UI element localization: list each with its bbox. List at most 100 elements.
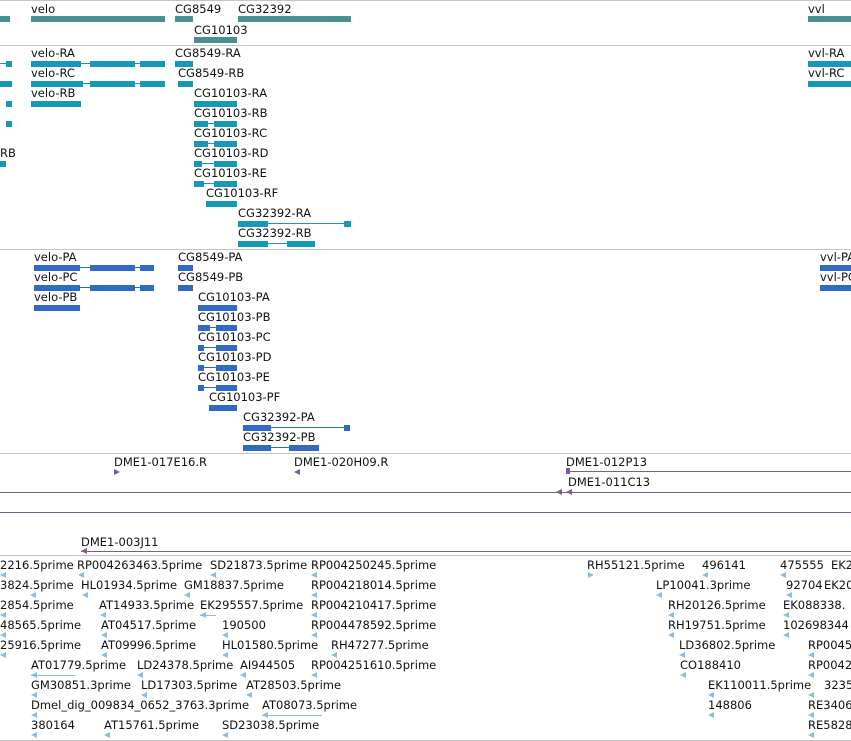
protein-label[interactable]: CG10103-PA (198, 290, 270, 304)
est-label[interactable]: Dmel_dig_009834_0652_3763.3prime (31, 698, 250, 712)
est-marker[interactable] (668, 612, 674, 618)
transcript-exon[interactable] (194, 101, 237, 107)
protein-exon[interactable] (198, 365, 204, 371)
est-label[interactable]: CO188410 (680, 658, 741, 672)
protein-label[interactable]: velo-PC (34, 270, 78, 284)
transcript-label[interactable]: CG10103-RE (194, 166, 267, 180)
transcript-label[interactable]: CG32392-RA (238, 206, 312, 220)
est-label[interactable]: RH20126.5prime (668, 598, 766, 612)
gene-label[interactable]: CG10103 (194, 23, 248, 37)
est-label[interactable]: RP004263463.5prime (77, 558, 203, 572)
transcript-exon[interactable] (6, 121, 12, 127)
est-marker[interactable] (783, 612, 789, 618)
protein-exon[interactable] (243, 425, 271, 431)
est-label[interactable]: AT01779.5prime (31, 658, 127, 672)
est-label[interactable]: GM18837.5prime (184, 578, 284, 592)
est-label[interactable]: 2854.5prime (0, 598, 74, 612)
est-marker[interactable] (780, 572, 786, 578)
transcript-exon[interactable] (175, 61, 193, 67)
protein-exon[interactable] (216, 365, 237, 371)
est-marker[interactable] (31, 672, 37, 678)
est-label[interactable]: 48565.5prime (0, 618, 82, 632)
protein-label[interactable]: CG10103-PF (209, 390, 281, 404)
est-label[interactable]: HL01580.5prime (222, 638, 319, 652)
transcript-exon[interactable] (0, 161, 6, 167)
gene-label[interactable]: velo (31, 2, 56, 16)
est-label[interactable]: GM30851.3prime (31, 678, 131, 692)
clone-label[interactable]: DME1-012P13 (566, 455, 648, 469)
protein-exon[interactable] (198, 305, 237, 311)
clone-label[interactable]: DME1-011C13 (568, 475, 651, 489)
protein-exon[interactable] (90, 265, 135, 271)
est-marker[interactable] (0, 652, 6, 658)
est-span[interactable] (200, 615, 216, 616)
est-marker[interactable] (311, 612, 317, 618)
transcript-exon[interactable] (194, 161, 202, 167)
protein-label[interactable]: CG10103-PE (198, 370, 270, 384)
est-label[interactable]: 190500 (222, 618, 266, 632)
est-label[interactable]: LP10041.3prime (656, 578, 751, 592)
protein-exon[interactable] (216, 385, 237, 391)
est-span[interactable] (31, 675, 75, 676)
gene-label[interactable]: vvl (808, 2, 825, 16)
est-marker[interactable] (0, 572, 6, 578)
transcript-label[interactable]: CG10103-RA (194, 86, 268, 100)
protein-exon[interactable] (140, 285, 154, 291)
protein-exon[interactable] (198, 385, 204, 391)
transcript-exon[interactable] (206, 201, 237, 207)
transcript-label[interactable]: vvl-RC (808, 66, 845, 80)
transcript-exon[interactable] (31, 81, 83, 87)
protein-exon[interactable] (216, 325, 237, 331)
gene-label[interactable]: CG32392 (238, 2, 292, 16)
transcript-exon[interactable] (194, 141, 208, 147)
est-marker[interactable] (808, 672, 814, 678)
protein-exon[interactable] (178, 265, 193, 271)
protein-exon[interactable] (90, 285, 135, 291)
transcript-exon[interactable] (287, 241, 315, 247)
est-marker[interactable] (311, 672, 317, 678)
transcript-exon[interactable] (6, 61, 12, 67)
est-label[interactable]: AT28503.5prime (246, 678, 342, 692)
clone-span[interactable] (81, 551, 851, 552)
est-marker[interactable] (708, 712, 714, 718)
transcript-exon[interactable] (140, 81, 165, 87)
est-label[interactable]: RP004250245.5prime (311, 558, 437, 572)
clone-label[interactable]: DME1-003J11 (81, 535, 159, 549)
transcript-exon[interactable] (194, 181, 204, 187)
protein-label[interactable]: CG10103-PD (198, 350, 272, 364)
transcript-exon[interactable] (178, 81, 193, 87)
clone-span[interactable] (566, 471, 851, 472)
est-marker[interactable] (222, 732, 228, 738)
est-label[interactable]: AT09996.5prime (101, 638, 197, 652)
transcript-exon[interactable] (238, 221, 268, 227)
est-label[interactable]: AT08073.5prime (262, 698, 358, 712)
transcript-label[interactable]: CG10103-RD (194, 146, 269, 160)
protein-label[interactable]: CG10103-PC (198, 330, 271, 344)
est-label[interactable]: RP004478592.5prime (311, 618, 437, 632)
est-marker[interactable] (0, 632, 6, 638)
protein-label[interactable]: vvl-PA (820, 250, 851, 264)
gene-feature[interactable] (31, 16, 165, 22)
est-marker[interactable] (680, 672, 686, 678)
est-label[interactable]: RP004210417.5prime (311, 598, 437, 612)
est-marker[interactable] (101, 632, 107, 638)
est-label[interactable]: AT04517.5prime (101, 618, 197, 632)
est-marker[interactable] (200, 612, 206, 618)
est-label[interactable]: SD21873.5prime (210, 558, 308, 572)
est-label[interactable]: 3235 (824, 678, 851, 692)
protein-exon[interactable] (820, 265, 851, 271)
transcript-exon[interactable] (140, 61, 165, 67)
clone-end-marker[interactable] (556, 489, 562, 495)
protein-exon[interactable] (140, 265, 154, 271)
est-marker[interactable] (0, 612, 6, 618)
est-label[interactable]: AI944505 (240, 658, 296, 672)
clone-end-marker[interactable] (566, 468, 570, 474)
protein-exon[interactable] (198, 345, 204, 351)
est-label[interactable]: SD23038.5prime (222, 718, 320, 732)
transcript-exon[interactable] (238, 241, 268, 247)
est-marker[interactable] (78, 572, 84, 578)
transcript-label[interactable]: CG8549-RA (175, 46, 241, 60)
est-marker[interactable] (101, 652, 107, 658)
est-label[interactable]: LD24378.5prime (137, 658, 234, 672)
transcript-exon[interactable] (0, 81, 12, 87)
